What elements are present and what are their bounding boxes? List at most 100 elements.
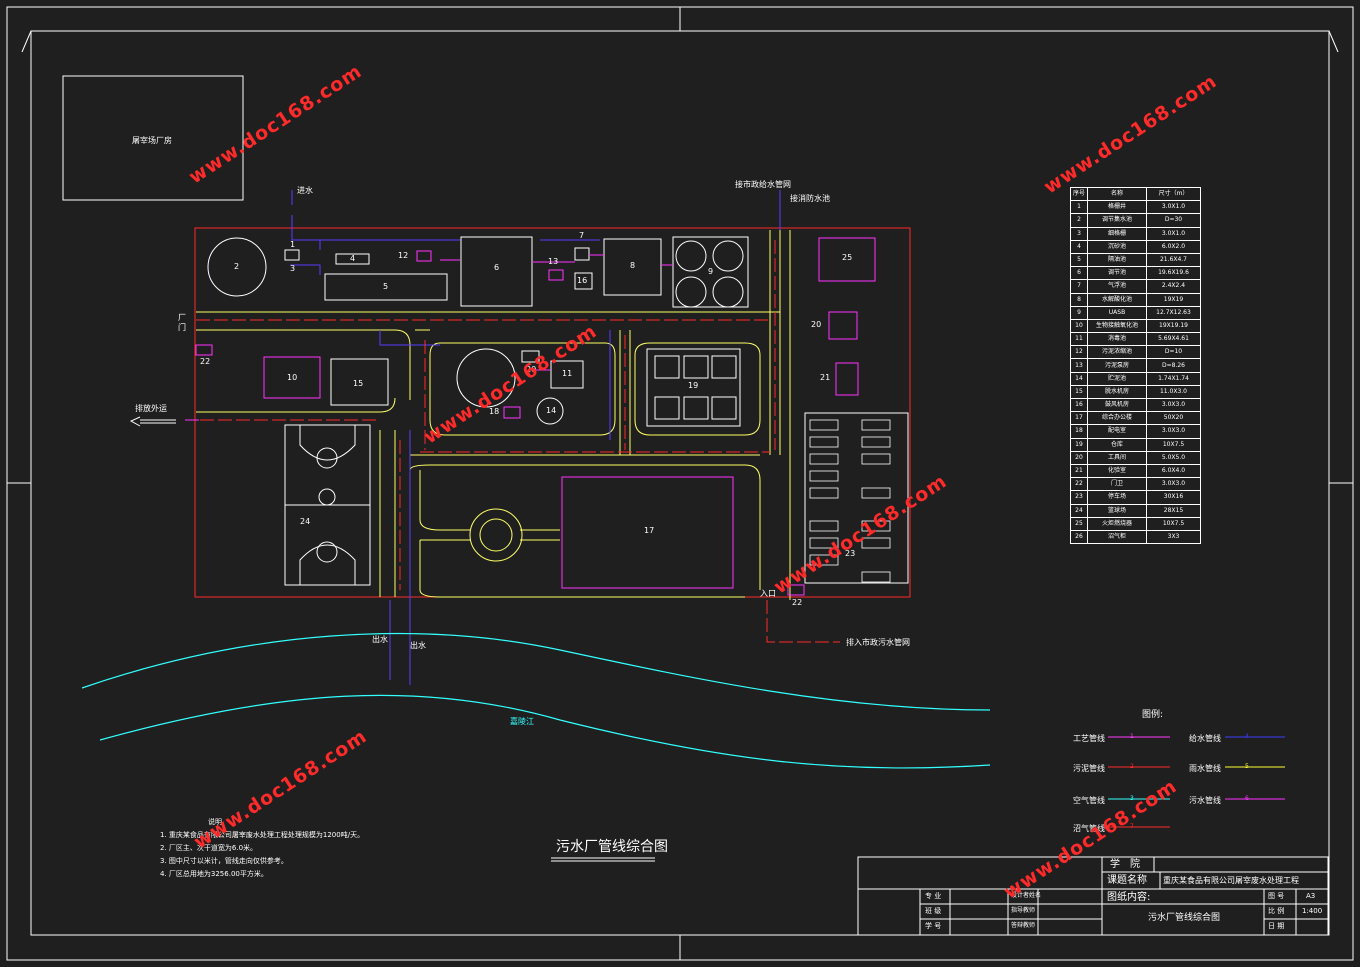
- spec-table-cell: 6.0X4.0: [1146, 463, 1201, 479]
- spec-table-cell: 1: [1070, 200, 1088, 215]
- spec-table-cell: 2: [1070, 213, 1088, 228]
- spec-table-cell: D=8.26: [1146, 358, 1201, 373]
- spec-table-cell: 9: [1070, 305, 1088, 320]
- spec-table-cell: 11.0X3.0: [1146, 384, 1201, 400]
- spec-table-cell: 10: [1070, 318, 1088, 334]
- building-label-20b: 20: [811, 320, 822, 329]
- spec-table-cell: 调节池: [1087, 266, 1147, 281]
- building-label-6: 6: [494, 263, 500, 272]
- spec-table-cell: 水解酸化池: [1087, 292, 1147, 307]
- legend-code: 1: [1130, 733, 1134, 740]
- river-label: 嘉陵江: [510, 717, 534, 726]
- spec-table-cell: 12.7X12.63: [1146, 305, 1201, 320]
- spec-table-cell: 3.0X1.0: [1146, 226, 1201, 241]
- tb-content-value: 污水厂管线综合图: [1148, 913, 1221, 923]
- gate-left-label: 厂门: [178, 313, 186, 332]
- fire-pool-label: 接消防水池: [790, 194, 830, 203]
- tb-designer: 设计者姓名: [1011, 892, 1042, 899]
- building-label-25: 25: [842, 253, 853, 262]
- building-label-22: 22: [200, 357, 211, 366]
- spec-table-cell: 21: [1070, 463, 1088, 479]
- spec-table-cell: 15: [1070, 384, 1088, 400]
- spec-table-cell: 格栅井: [1087, 200, 1147, 215]
- spec-table-cell: 10X7.5: [1146, 516, 1201, 531]
- spec-table-cell: 24: [1070, 503, 1088, 518]
- slaughterhouse-building: [62, 75, 244, 201]
- outflow-left-label: 排放外运: [135, 404, 167, 413]
- note-line-1: 1. 重庆某食品有限公司屠宰废水处理工程处理规模为1200吨/天。: [160, 831, 365, 839]
- tb-date-label: 日 期: [1268, 922, 1285, 930]
- building-label-3: 3: [290, 264, 296, 273]
- legend-code: 5: [1245, 763, 1249, 770]
- spec-table-cell: 污泥浓缩池: [1087, 345, 1147, 360]
- tb-school: 学 院: [1110, 859, 1140, 870]
- building-label-15: 15: [353, 379, 364, 388]
- spec-table-cell: 6: [1070, 266, 1088, 281]
- spec-table-cell: 配电室: [1087, 424, 1147, 439]
- spec-table-cell: 3.0X3.0: [1146, 397, 1201, 413]
- building-label-23: 23: [845, 549, 856, 558]
- spec-table-cell: 11: [1070, 332, 1088, 347]
- spec-table-cell: 18: [1070, 424, 1088, 439]
- gate-bottom-label: 入口: [760, 589, 776, 598]
- building-label-12: 12: [398, 251, 409, 260]
- legend-item: 污水管线: [1189, 796, 1221, 805]
- spec-table-cell: 停车场: [1087, 490, 1147, 505]
- note-line-3: 3. 图中尺寸以米计，管线走向仅供参考。: [160, 857, 288, 865]
- notes-title: 说明: [208, 818, 222, 826]
- drawing-title: 污水厂管线综合图: [556, 839, 668, 855]
- spec-table-cell: 7: [1070, 279, 1088, 294]
- spec-table-cell: 3: [1070, 226, 1088, 241]
- spec-table-cell: 13: [1070, 358, 1088, 373]
- spec-table-cell: 火炬燃烧器: [1087, 516, 1147, 531]
- spec-table-cell: 门卫: [1087, 477, 1147, 492]
- legend-item: 沼气管线: [1073, 824, 1105, 833]
- roads: [196, 230, 791, 600]
- outflow-label-2: 出水: [410, 641, 426, 650]
- roundabout-inner: [479, 518, 513, 552]
- spec-table-cell: 10X7.5: [1146, 437, 1201, 452]
- note-line-2: 2. 厂区主、次干道宽为6.0米。: [160, 844, 258, 852]
- building-label-19: 19: [688, 381, 699, 390]
- building-label-16: 16: [577, 276, 588, 285]
- tb-topic-value: 重庆某食品有限公司屠宰废水处理工程: [1163, 876, 1299, 885]
- spec-table-cell: 4: [1070, 239, 1088, 254]
- tb-advisor: 指导教师: [1011, 907, 1036, 914]
- spec-table-cell: 50X20: [1146, 411, 1201, 426]
- building-label-24: 24: [300, 517, 311, 526]
- spec-table-cell: UASB: [1087, 305, 1147, 320]
- spec-table-cell: 16: [1070, 397, 1088, 413]
- legend-lines: [1108, 736, 1285, 828]
- slaughterhouse-label: 屠宰场厂房: [132, 136, 172, 145]
- sludge-pipes: [196, 240, 840, 643]
- legend-item: 雨水管线: [1189, 764, 1221, 773]
- outflow-arrow: [129, 416, 176, 427]
- spec-table-cell: 6.0X2.0: [1146, 239, 1201, 254]
- spec-table-header: 序号名称尺寸（m）: [1070, 186, 1201, 202]
- tb-class: 班 级: [925, 907, 942, 915]
- spec-table-cell: 综合办公楼: [1087, 411, 1147, 426]
- spec-table-cell: 工具间: [1087, 450, 1147, 465]
- spec-table-cell: 鼓风机房: [1087, 397, 1147, 413]
- building-label-11: 11: [562, 369, 573, 378]
- spec-table-cell: 14: [1070, 371, 1088, 386]
- title-block-grid: [857, 856, 1329, 936]
- spec-table-cell: 沼气柜: [1087, 529, 1147, 545]
- legend-title: 图例:: [1142, 710, 1164, 720]
